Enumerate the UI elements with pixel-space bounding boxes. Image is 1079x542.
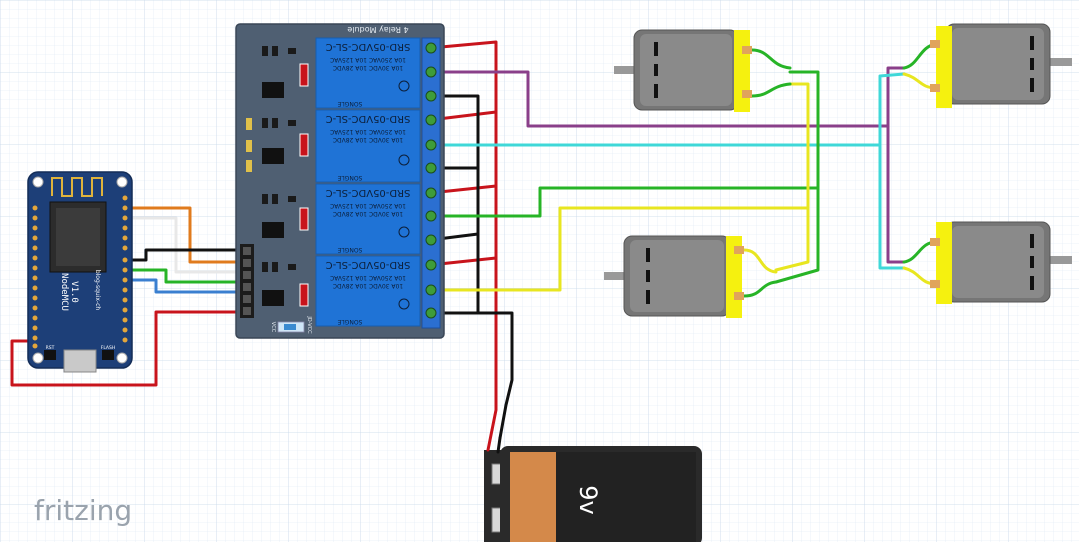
relay-driver-components bbox=[246, 46, 309, 307]
wire-blue-signal[interactable] bbox=[124, 278, 248, 294]
battery-label: 9v bbox=[574, 485, 602, 514]
wire-green-motor-b[interactable] bbox=[774, 186, 820, 284]
nodemcu-name: NodeMCU bbox=[59, 273, 69, 311]
nodemcu-version: V1.0 bbox=[69, 281, 79, 303]
nodemcu-board[interactable]: NodeMCU V1.0 blog-squix-ch RST FLASH bbox=[27, 171, 133, 373]
wire-white[interactable] bbox=[124, 216, 248, 274]
relay-module[interactable]: 4 Relay Module SRD-05VDC-SL-C 10A 250VAC… bbox=[235, 23, 445, 339]
relay-2-model: SRD-05VDC-SL-C bbox=[326, 113, 411, 124]
relay-3-rating-b: 10A 30VDC 10A 28VDC bbox=[333, 210, 403, 217]
relay-1-model: SRD-05VDC-SL-C bbox=[326, 41, 411, 52]
wire-cyan-b[interactable] bbox=[878, 143, 906, 270]
jumper-label-jdvcc: JD-VCC bbox=[306, 315, 312, 334]
usb-port bbox=[63, 349, 97, 373]
rst-label: RST bbox=[46, 345, 55, 351]
wire-cyan[interactable] bbox=[428, 72, 906, 147]
relay-1-rating-b: 10A 30VDC 10A 28VDC bbox=[333, 64, 403, 71]
wire-black-signal[interactable] bbox=[124, 248, 248, 262]
wire-orange[interactable] bbox=[124, 206, 248, 264]
wire-purple[interactable] bbox=[428, 66, 906, 128]
relay-1-brand: SONGLE bbox=[337, 100, 362, 107]
relay-3-brand: SONGLE bbox=[337, 246, 362, 253]
wire-green-signal[interactable] bbox=[124, 268, 248, 284]
vcc-jumper[interactable]: VCC JD-VCC bbox=[270, 315, 312, 334]
relay-4-model: SRD-05VDC-SL-C bbox=[326, 259, 411, 270]
relay-module-title: 4 Relay Module bbox=[347, 25, 408, 34]
dc-motor-bottom-left[interactable] bbox=[604, 235, 744, 318]
wire-red-vcc[interactable] bbox=[10, 310, 248, 387]
relay-4-rating-a: 10A 250VAC 10A 125VAC bbox=[330, 274, 406, 281]
relay-3: SRD-05VDC-SL-C 10A 250VAC 10A 125VAC 10A… bbox=[315, 183, 421, 255]
motor-leads bbox=[742, 42, 938, 298]
nodemcu-pin-headers[interactable] bbox=[32, 195, 128, 349]
relay-4-rating-b: 10A 30VDC 10A 28VDC bbox=[333, 282, 403, 289]
dc-motor-top-left[interactable] bbox=[614, 29, 752, 112]
wire-black-nc-1[interactable] bbox=[428, 94, 480, 314]
relay-4: SRD-05VDC-SL-C 10A 250VAC 10A 125VAC 10A… bbox=[315, 255, 421, 327]
wire-red-com-1[interactable] bbox=[428, 40, 498, 432]
dc-motor-bottom-right[interactable] bbox=[930, 221, 1072, 304]
fritzing-watermark: fritzing bbox=[34, 494, 132, 527]
relay-input-header[interactable] bbox=[240, 244, 254, 318]
relay-screw-terminals[interactable] bbox=[421, 37, 441, 329]
wire-green-motor[interactable] bbox=[428, 70, 820, 218]
battery-lead-red bbox=[486, 428, 494, 452]
flash-label: FLASH bbox=[101, 345, 116, 351]
relay-2-brand: SONGLE bbox=[337, 174, 362, 181]
wire-yellow-motor-b[interactable] bbox=[774, 206, 810, 272]
rst-button[interactable] bbox=[44, 350, 56, 360]
dc-motor-top-right[interactable] bbox=[930, 23, 1072, 108]
relay-4-brand: SONGLE bbox=[337, 318, 362, 325]
relay-2: SRD-05VDC-SL-C 10A 250VAC 10A 125VAC 10A… bbox=[315, 109, 421, 183]
flash-button[interactable] bbox=[102, 350, 114, 360]
battery-lead-black bbox=[496, 436, 502, 454]
battery-9v[interactable]: 9v bbox=[484, 428, 702, 542]
relay-2-rating-a: 10A 250VAC 10A 125VAC bbox=[330, 128, 406, 135]
relay-3-rating-a: 10A 250VAC 10A 125VAC bbox=[330, 202, 406, 209]
relay-1-rating-a: 10A 250VAC 10A 125VAC bbox=[330, 56, 406, 63]
wire-black-nc-4[interactable] bbox=[428, 311, 514, 440]
wire-purple-b[interactable] bbox=[886, 124, 906, 264]
relay-3-model: SRD-05VDC-SL-C bbox=[326, 187, 411, 198]
jumper-label-vcc: VCC bbox=[270, 322, 276, 333]
wire-yellow-motor[interactable] bbox=[428, 82, 810, 292]
nodemcu-credit: blog-squix-ch bbox=[94, 270, 101, 311]
relay-1: SRD-05VDC-SL-C 10A 250VAC 10A 125VAC 10A… bbox=[315, 37, 421, 109]
relay-2-rating-b: 10A 30VDC 10A 28VDC bbox=[333, 136, 403, 143]
